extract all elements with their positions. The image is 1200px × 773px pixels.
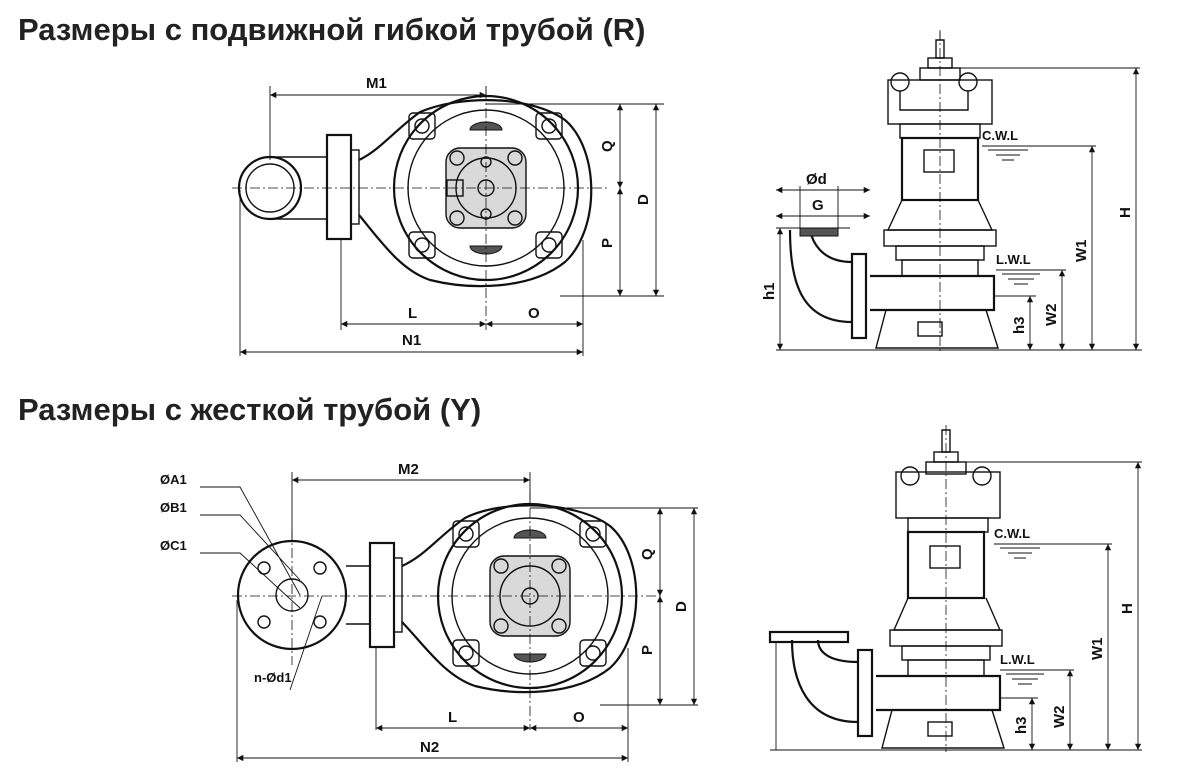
dim-label-P-rigid: P <box>639 645 656 655</box>
dim-label-D-rigid: D <box>673 601 690 612</box>
plan-view-flexible: M1 L O N1 Q P D <box>232 75 664 356</box>
label-n-d1: n-Ød1 <box>254 670 292 685</box>
section-heading-flexible: Размеры с подвижной гибкой трубой (R) <box>18 12 646 47</box>
dim-label-O-rigid: O <box>573 709 585 726</box>
dim-label-M2: M2 <box>398 461 419 478</box>
dim-label-W2-rigid: W2 <box>1051 706 1068 729</box>
dim-label-N2: N2 <box>420 739 439 756</box>
label-lwl-rigid: L.W.L <box>1000 652 1035 667</box>
dim-label-L: L <box>408 305 417 322</box>
dim-label-Q-rigid: Q <box>639 548 656 560</box>
dim-label-h1: h1 <box>761 282 778 300</box>
label-cwl: C.W.L <box>982 128 1018 143</box>
dim-label-W1-rigid: W1 <box>1089 638 1106 661</box>
dim-label-Q: Q <box>599 140 616 152</box>
label-lwl: L.W.L <box>996 252 1031 267</box>
dim-label-d: Ød <box>806 171 827 188</box>
dim-label-H-rigid: H <box>1119 603 1136 614</box>
dim-label-N1: N1 <box>402 332 421 349</box>
dim-label-G: G <box>812 197 824 214</box>
dim-label-M1: M1 <box>366 75 387 92</box>
dim-label-H: H <box>1117 207 1134 218</box>
section-heading-rigid: Размеры с жесткой трубой (Y) <box>18 392 482 427</box>
dim-label-h3: h3 <box>1011 316 1028 334</box>
dim-label-P: P <box>599 238 616 248</box>
side-view-rigid: C.W.L L.W.L h3 W2 W1 H <box>768 425 1142 752</box>
dim-label-O: O <box>528 305 540 322</box>
label-B1: ØB1 <box>160 500 187 515</box>
dim-label-D: D <box>635 194 652 205</box>
dim-label-W2: W2 <box>1043 304 1060 327</box>
plan-view-rigid: ØA1 ØB1 ØC1 n-Ød1 M2 L O N2 Q P D <box>160 461 698 762</box>
label-A1: ØA1 <box>160 472 187 487</box>
side-view-flexible: Ød G h1 C.W.L L.W.L h3 W2 W1 H <box>761 30 1142 352</box>
dim-label-W1: W1 <box>1073 240 1090 263</box>
dim-label-L-rigid: L <box>448 709 457 726</box>
label-cwl-rigid: C.W.L <box>994 526 1030 541</box>
label-C1: ØC1 <box>160 538 187 553</box>
dim-label-h3-rigid: h3 <box>1013 716 1030 734</box>
